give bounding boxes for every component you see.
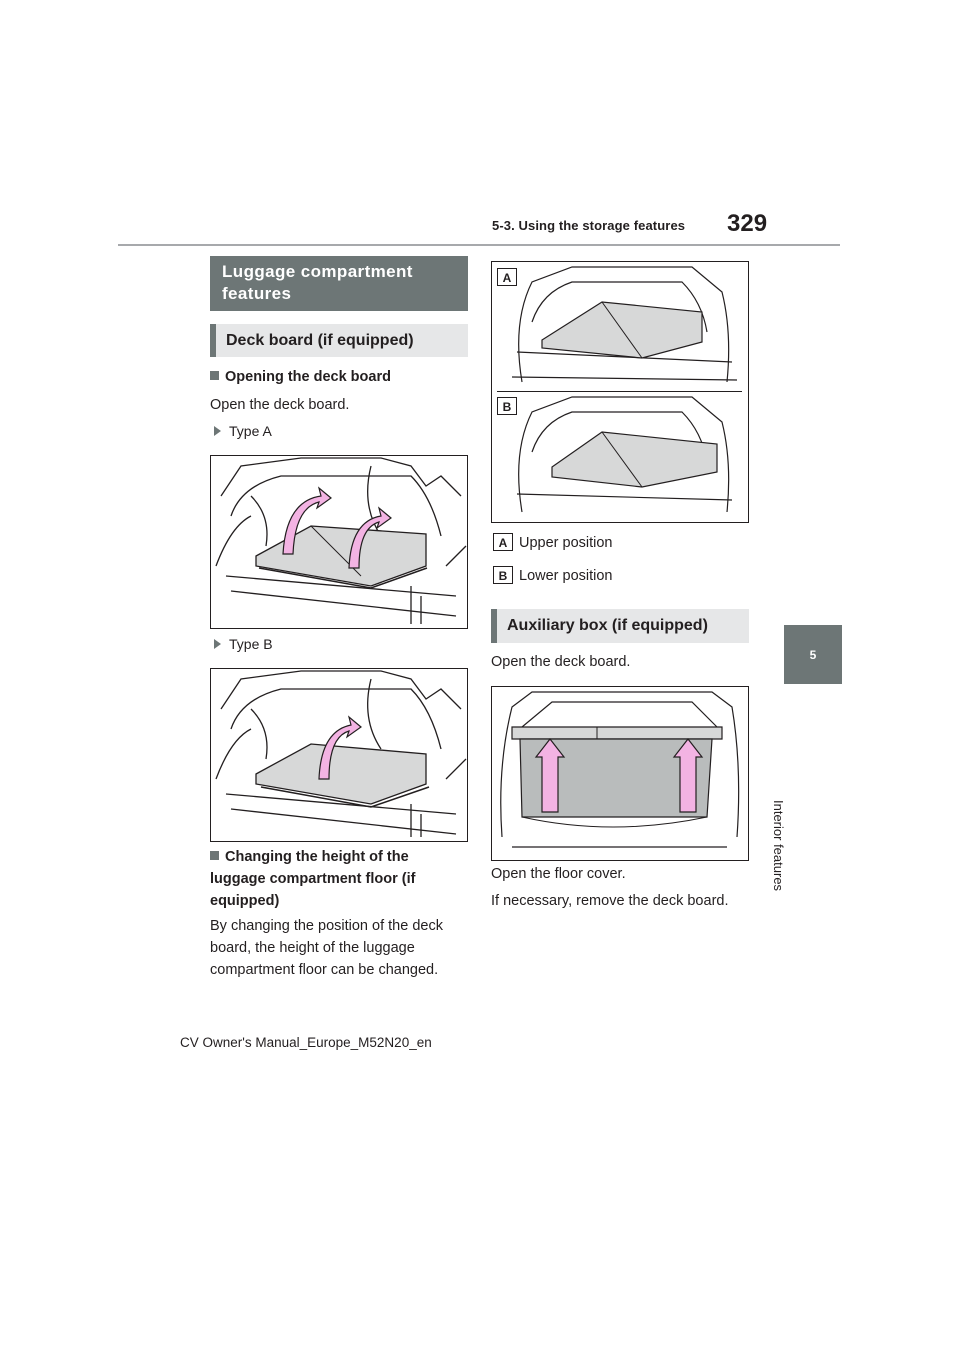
legend-label-a: A bbox=[493, 533, 513, 551]
opening-heading-text: Opening the deck board bbox=[225, 369, 391, 385]
page-number: 329 bbox=[727, 210, 768, 237]
legend-upper: A Upper position bbox=[493, 532, 613, 554]
header-rule bbox=[118, 244, 840, 246]
triangle-bullet-icon bbox=[214, 639, 221, 649]
changing-heading-text: Changing the height of the luggage compa… bbox=[210, 849, 416, 909]
opening-heading: Opening the deck board bbox=[210, 366, 468, 388]
square-bullet-icon bbox=[210, 371, 219, 380]
deck-board-heading: Deck board (if equipped) bbox=[210, 324, 468, 357]
auxiliary-box-heading: Auxiliary box (if equipped) bbox=[491, 609, 749, 643]
figure-label-b: B bbox=[497, 397, 523, 416]
chapter-tab[interactable]: 5 bbox=[784, 625, 842, 684]
changing-text: By changing the position of the deck boa… bbox=[210, 918, 443, 978]
legend-upper-text: Upper position bbox=[519, 535, 613, 551]
triangle-bullet-icon bbox=[214, 426, 221, 436]
legend-label-b: B bbox=[493, 566, 513, 584]
figure-auxiliary-box bbox=[491, 686, 749, 861]
figure-positions bbox=[491, 261, 749, 523]
changing-heading: Changing the height of the luggage compa… bbox=[210, 846, 468, 912]
figure-label-a: A bbox=[497, 268, 523, 287]
opening-text: Open the deck board. bbox=[210, 397, 350, 413]
label-b-box: B bbox=[497, 397, 517, 415]
figure-type-a bbox=[210, 455, 468, 629]
legend-lower: B Lower position bbox=[493, 565, 613, 587]
type-b-label: Type B bbox=[214, 634, 273, 654]
auxiliary-text-1: Open the deck board. bbox=[491, 654, 631, 670]
chapter-tab-label: Interior features bbox=[771, 690, 806, 891]
chapter-tab-label-text: Interior features bbox=[771, 800, 786, 892]
square-bullet-icon bbox=[210, 851, 219, 860]
type-b-text: Type B bbox=[229, 636, 273, 652]
figure-divider bbox=[497, 391, 742, 392]
type-a-label: Type A bbox=[214, 421, 272, 441]
auxiliary-text-3: If necessary, remove the deck board. bbox=[491, 893, 729, 909]
auxiliary-text-2: Open the floor cover. bbox=[491, 866, 626, 882]
figure-type-b bbox=[210, 668, 468, 842]
type-a-text: Type A bbox=[229, 423, 272, 439]
section-title: Luggage compartment features bbox=[210, 256, 468, 311]
footer-manual-id: CV Owner's Manual_Europe_M52N20_en bbox=[180, 1035, 432, 1050]
label-a-box: A bbox=[497, 268, 517, 286]
chapter-title: 5-3. Using the storage features bbox=[492, 218, 686, 233]
legend-lower-text: Lower position bbox=[519, 568, 613, 584]
